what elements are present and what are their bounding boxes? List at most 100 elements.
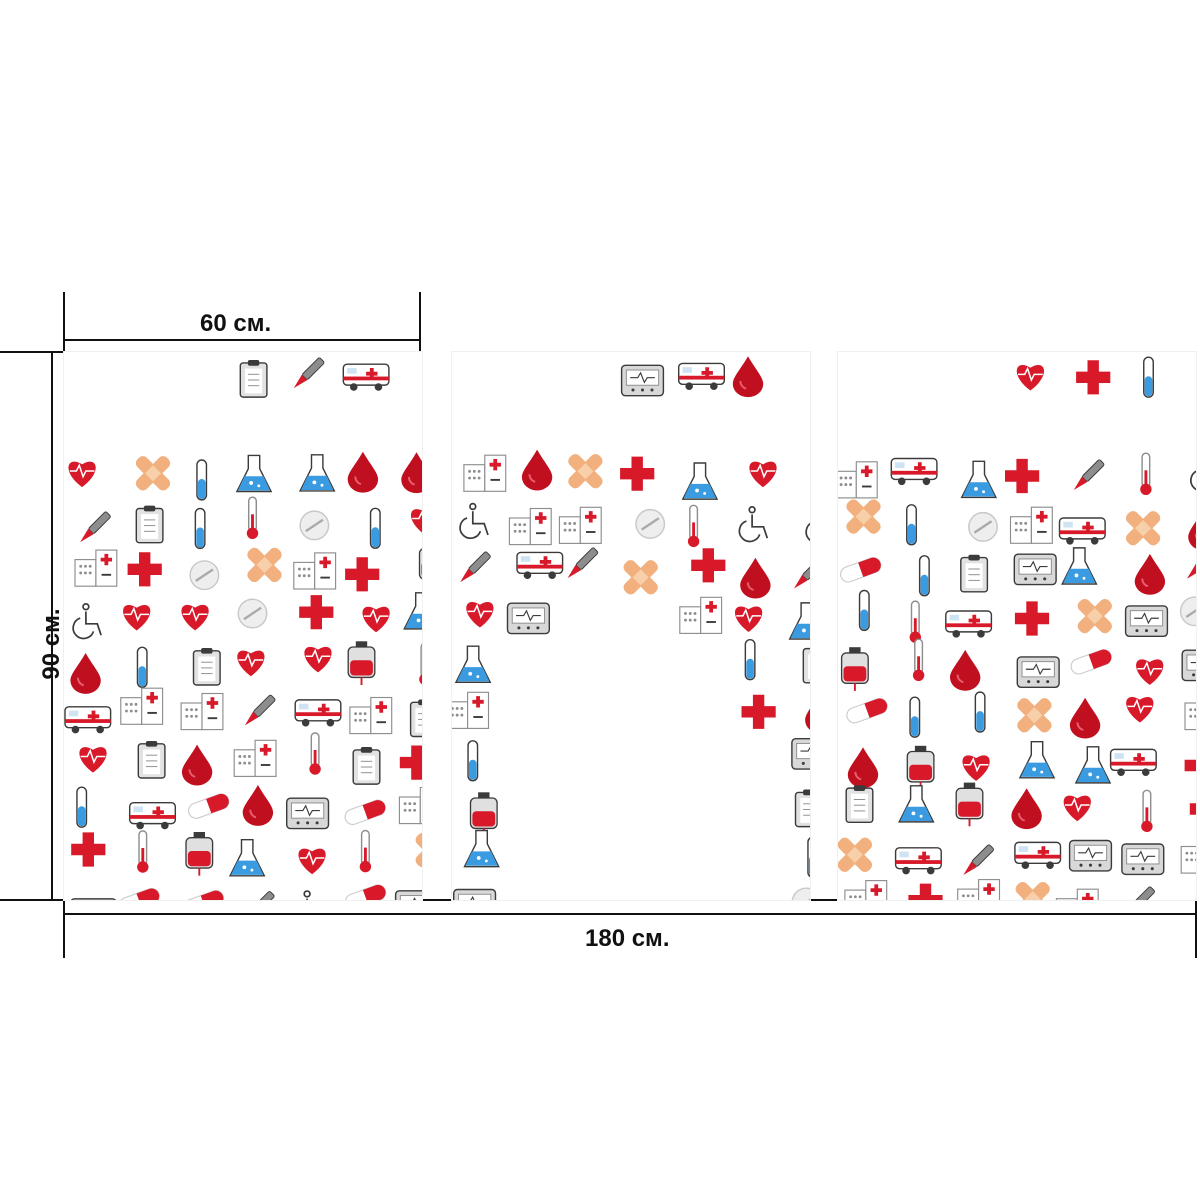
pattern-center (452, 356, 810, 900)
heart-icon (749, 461, 777, 488)
hospital-icon (1180, 845, 1196, 874)
thermometer-icon (912, 638, 925, 681)
ambulance-icon (1014, 841, 1062, 869)
plus-icon (1076, 360, 1111, 395)
thermometer-icon (1140, 452, 1152, 495)
flask-icon (788, 602, 810, 640)
hospital-icon (558, 506, 602, 544)
blood-drop-icon (70, 653, 101, 694)
plus-icon (691, 548, 726, 583)
flask-icon (463, 829, 500, 868)
test-tube-icon (918, 555, 930, 597)
thermometer-icon (1141, 789, 1153, 833)
hospital-icon (957, 879, 1001, 900)
scalpel-icon (80, 511, 111, 543)
bandage-icon (1125, 511, 1161, 546)
blood-bag-icon (906, 745, 935, 790)
ambulance-icon (70, 898, 117, 900)
flask-icon (898, 785, 935, 823)
plus-icon (1014, 601, 1050, 636)
blood-drop-icon (1069, 697, 1101, 739)
bandage-icon (838, 837, 873, 872)
flask-icon (1074, 746, 1112, 784)
tablet-icon (299, 510, 330, 541)
bandage-icon (1077, 598, 1112, 634)
blood-bag-icon (418, 548, 422, 580)
monitor-icon (1016, 656, 1060, 689)
hospital-icon (1009, 506, 1053, 544)
hospital-icon (293, 552, 337, 590)
pill-icon (1183, 892, 1196, 900)
hospital-icon (120, 687, 164, 725)
monitor-icon (394, 890, 422, 900)
plus-icon (345, 557, 380, 592)
total-width-label: 180 см. (585, 925, 670, 952)
bandage-icon (568, 454, 603, 489)
pill-icon (182, 890, 224, 900)
test-tube-icon (467, 740, 479, 782)
tablet-icon (189, 560, 220, 591)
scalpel-icon (293, 357, 325, 389)
ambulance-icon (1058, 517, 1106, 545)
ambulance-icon (64, 706, 112, 734)
flask-icon (1061, 547, 1098, 585)
wheelchair-icon (1190, 470, 1196, 491)
monitor-icon (1181, 649, 1196, 682)
clipboard-icon (352, 747, 381, 785)
blood-drop-icon (1011, 788, 1042, 830)
heart-icon (68, 461, 96, 488)
heart-icon (362, 606, 390, 633)
bandage-icon (135, 456, 171, 491)
scalpel-icon (460, 551, 491, 583)
clipboard-icon (409, 699, 422, 738)
test-tube-icon (136, 646, 148, 688)
hospital-icon (349, 696, 393, 735)
flask-icon (960, 460, 998, 499)
pill-icon (344, 799, 386, 826)
clipboard-icon (192, 647, 221, 686)
pill-icon (118, 887, 160, 900)
hospital-icon (74, 549, 118, 587)
clipboard-icon (137, 740, 166, 779)
plus-icon (1184, 759, 1196, 772)
monitor-icon (506, 602, 551, 635)
plus-icon (299, 595, 334, 630)
flask-icon (228, 838, 266, 877)
scalpel-icon (252, 891, 275, 900)
monitor-icon (285, 797, 330, 830)
ambulance-icon (894, 847, 942, 875)
bandage-icon (623, 560, 658, 595)
pill-icon (344, 884, 387, 900)
flask-icon (454, 645, 492, 684)
heart-icon (298, 848, 326, 875)
scalpel-icon (244, 694, 276, 726)
hospital-icon (463, 454, 507, 492)
panel-left (64, 352, 422, 900)
test-tube-icon (909, 696, 921, 738)
thermometer-icon (419, 643, 422, 685)
hospital-icon (844, 880, 888, 900)
wheelchair-icon (805, 522, 810, 542)
panel-right (838, 352, 1196, 900)
hospital-icon (452, 691, 490, 729)
pattern-right (838, 356, 1196, 900)
heart-icon (237, 650, 265, 677)
plus-icon (620, 456, 655, 491)
monitor-icon (1124, 605, 1169, 638)
test-tube-icon (1143, 356, 1154, 398)
wheelchair-icon (72, 602, 102, 640)
blood-drop-icon (181, 744, 213, 786)
bandage-icon (1017, 698, 1052, 733)
heart-icon (304, 646, 332, 673)
plus-icon (71, 832, 106, 867)
blood-drop-icon (242, 785, 274, 826)
scalpel-icon (793, 557, 810, 589)
hospital-icon (508, 507, 552, 546)
tablet-icon (791, 887, 810, 900)
ambulance-icon (890, 457, 938, 486)
panel-width-label: 60 см. (200, 310, 272, 337)
bandage-icon (415, 832, 422, 868)
test-tube-icon (858, 589, 870, 632)
clipboard-icon (135, 505, 164, 544)
